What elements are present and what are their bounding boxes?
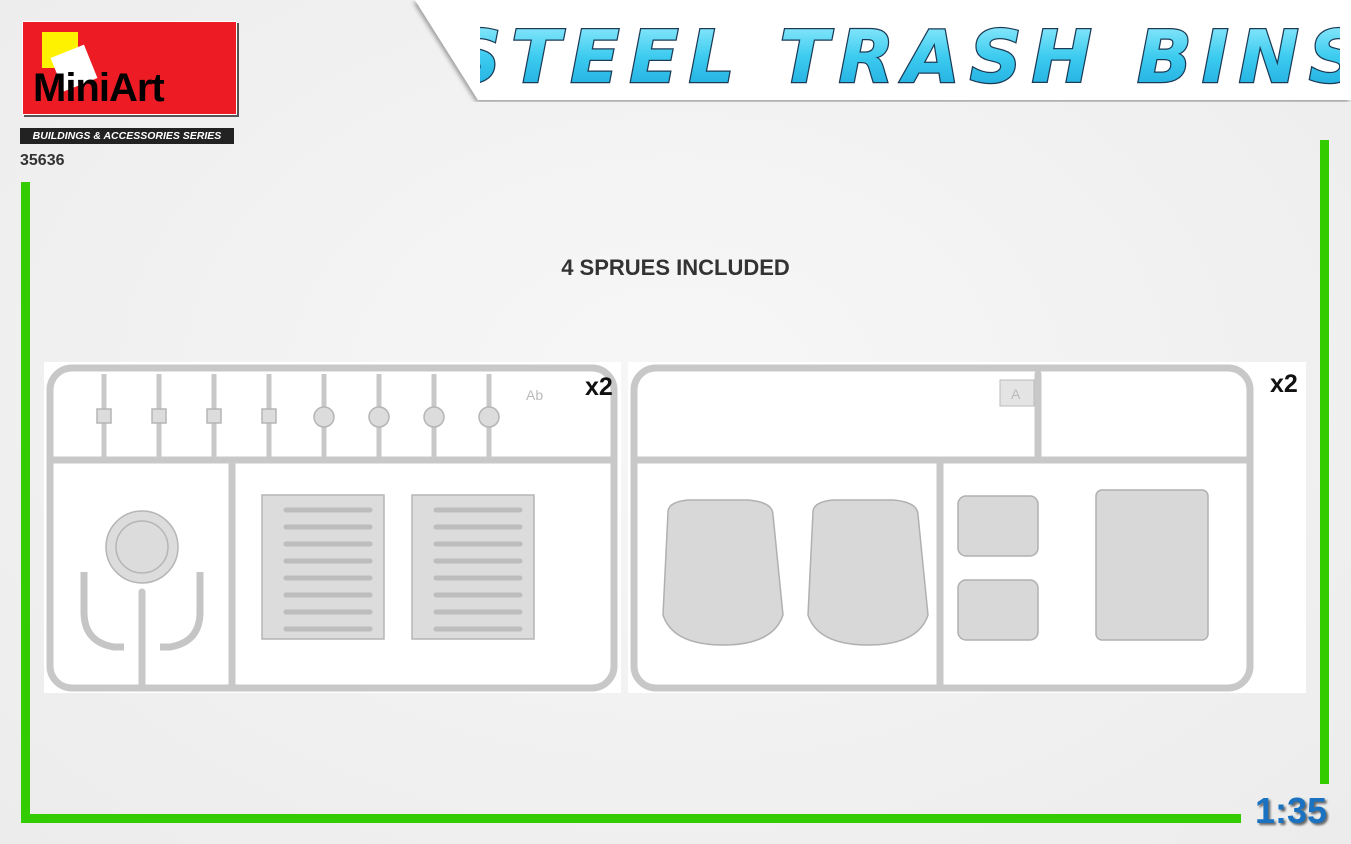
sprue-part xyxy=(96,408,112,424)
title-text: STEEL TRASH BINS xyxy=(480,15,1340,99)
sprue-letter: A xyxy=(1011,386,1021,402)
frame-line-bottom xyxy=(21,814,1241,823)
scale-label: 1:35 xyxy=(1255,790,1328,831)
sprue-ab-drawing: Ab xyxy=(46,364,618,692)
sprue-part xyxy=(206,408,222,424)
product-title: STEEL TRASH BINS xyxy=(480,14,1340,100)
sprue-part xyxy=(261,408,277,424)
sprue-part xyxy=(151,408,167,424)
frame-line-left xyxy=(21,182,30,823)
sprue-ab-quantity: x2 xyxy=(585,373,613,401)
product-code: 35636 xyxy=(20,152,65,169)
sprue-panel-a: A xyxy=(628,362,1306,693)
series-label: BUILDINGS & ACCESSORIES SERIES xyxy=(20,128,234,144)
sprue-a-drawing: A xyxy=(630,364,1254,692)
frame-line-right xyxy=(1320,140,1329,784)
miniart-logo: MiniArt xyxy=(22,21,237,115)
sprue-part xyxy=(423,406,445,428)
sprue-part xyxy=(368,406,390,428)
sprue-letter: Ab xyxy=(526,387,543,403)
sprue-panel-ab: Ab xyxy=(44,362,621,693)
sprue-part xyxy=(478,406,500,428)
sprue-part xyxy=(313,406,335,428)
sprue-a-quantity: x2 xyxy=(1270,370,1298,398)
sprues-included-label: 4 SPRUES INCLUDED xyxy=(561,255,790,280)
logo-wordmark: MiniArt xyxy=(33,66,165,110)
title-banner xyxy=(415,0,1351,100)
